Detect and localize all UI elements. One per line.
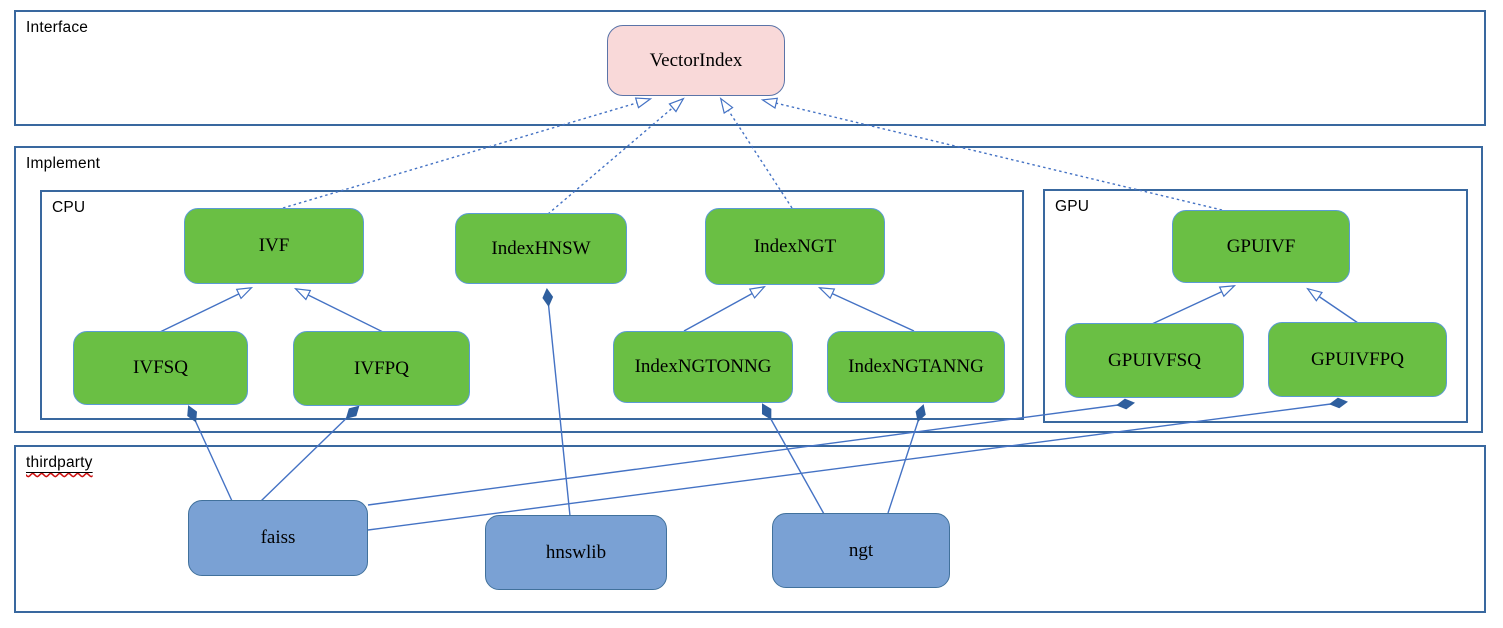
edge-hnswlib-to-indexhnsw[interactable] xyxy=(547,290,571,517)
edge-ngt-to-indexngtonng[interactable] xyxy=(763,405,825,515)
node-ivfsq[interactable]: IVFSQ xyxy=(73,331,248,405)
edge-faiss-to-gpuivfsq[interactable] xyxy=(367,403,1133,506)
container-cpu[interactable]: CPU xyxy=(40,190,1024,420)
node-faiss[interactable]: faiss xyxy=(188,500,368,576)
node-gpuivf[interactable]: GPUIVF xyxy=(1172,210,1350,283)
edge-gpuivfsq-to-gpuivf[interactable] xyxy=(1151,285,1237,325)
node-ngt[interactable]: ngt xyxy=(772,513,950,588)
edge-gpuivf-to-vectorindex[interactable] xyxy=(760,97,1223,211)
node-indexngt[interactable]: IndexNGT xyxy=(705,208,885,285)
edge-indexngt-to-vectorindex[interactable] xyxy=(719,97,793,209)
edge-indexngtanng-to-indexngt[interactable] xyxy=(817,287,915,332)
node-indexngtonng[interactable]: IndexNGTONNG xyxy=(613,331,793,403)
edge-ivfsq-to-ivf[interactable] xyxy=(159,287,254,333)
container-implement-label: Implement xyxy=(26,155,101,172)
node-indexhnsw[interactable]: IndexHNSW xyxy=(455,213,627,284)
edge-faiss-to-ivfsq[interactable] xyxy=(189,407,233,502)
edge-gpuivfpq-to-gpuivf[interactable] xyxy=(1306,287,1359,324)
container-interface-label: Interface xyxy=(26,19,89,36)
edge-indexhnsw-to-vectorindex[interactable] xyxy=(547,97,685,215)
edge-indexngtonng-to-indexngt[interactable] xyxy=(683,285,767,332)
container-thirdparty[interactable]: thirdparty xyxy=(14,445,1486,613)
edge-faiss-to-gpuivfpq[interactable] xyxy=(367,402,1346,531)
container-thirdparty-label: thirdparty xyxy=(26,454,93,471)
node-hnswlib[interactable]: hnswlib xyxy=(485,515,667,590)
node-ivfpq[interactable]: IVFPQ xyxy=(293,331,470,406)
container-gpu-label: GPU xyxy=(1055,198,1090,215)
container-interface[interactable]: Interface xyxy=(14,10,1486,126)
node-indexngtanng[interactable]: IndexNGTANNG xyxy=(827,331,1005,403)
edge-ivf-to-vectorindex[interactable] xyxy=(282,97,653,209)
container-implement[interactable]: Implement xyxy=(14,146,1483,433)
edge-ivfpq-to-ivf[interactable] xyxy=(293,287,384,333)
container-cpu-label: CPU xyxy=(52,199,86,216)
edge-faiss-to-ivfpq[interactable] xyxy=(260,407,358,502)
node-vectorindex[interactable]: VectorIndex xyxy=(607,25,785,96)
container-gpu[interactable]: GPU xyxy=(1043,189,1468,423)
node-gpuivfsq[interactable]: GPUIVFSQ xyxy=(1065,323,1244,398)
node-gpuivfpq[interactable]: GPUIVFPQ xyxy=(1268,322,1447,397)
edge-ngt-to-indexngtanng[interactable] xyxy=(887,406,923,514)
node-ivf[interactable]: IVF xyxy=(184,208,364,284)
